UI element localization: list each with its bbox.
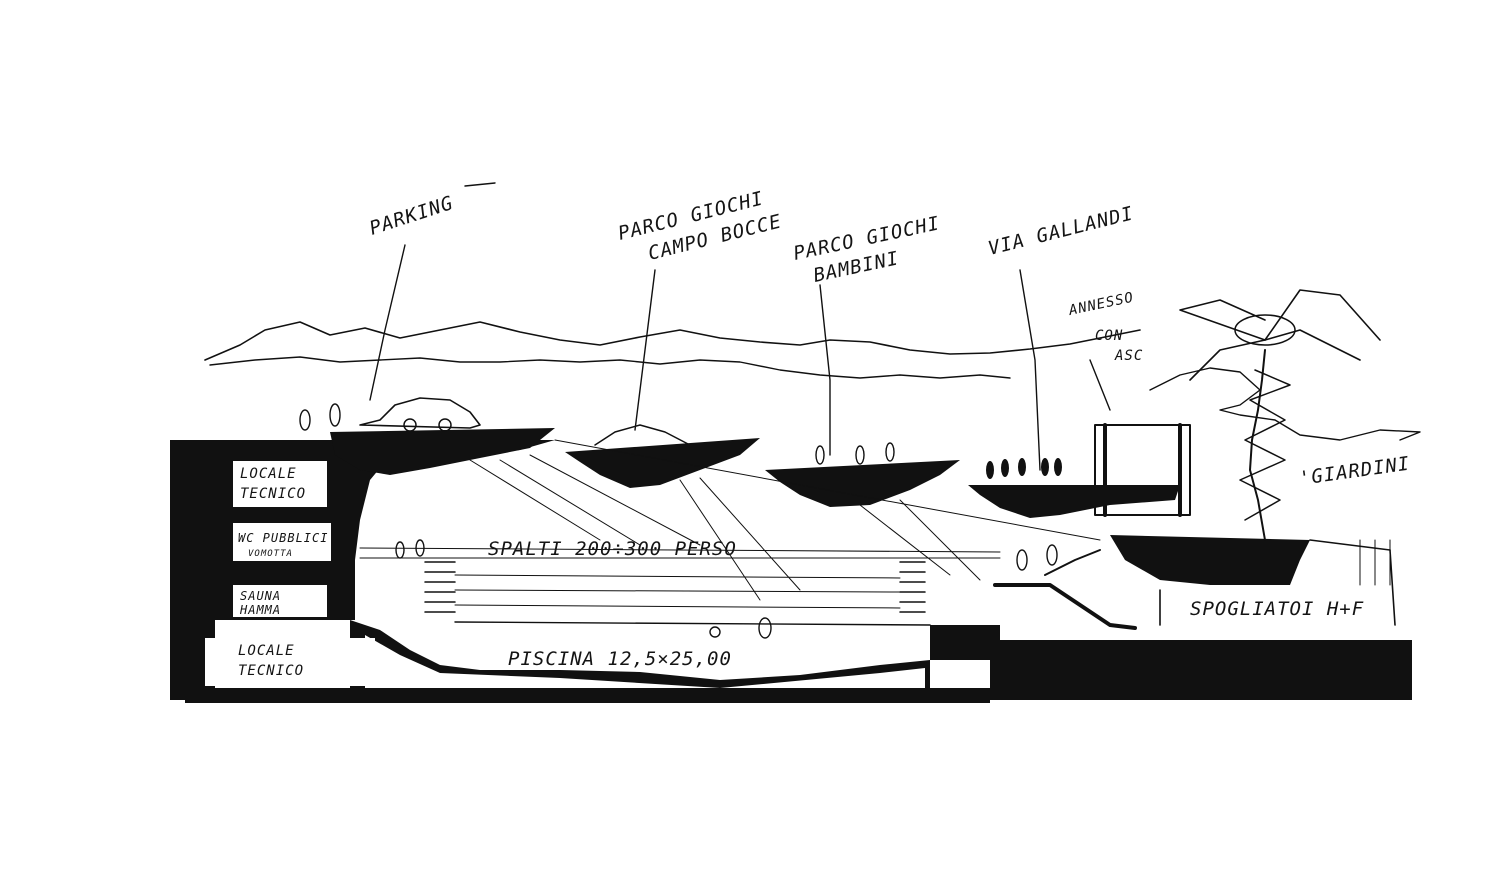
- label-locale-tecnico-top-line1: LOCALE: [240, 466, 297, 482]
- room-locale-tecnico-bottom: [205, 638, 375, 686]
- label-annesso-line3: ASC: [1114, 348, 1143, 364]
- leader-gallandi: [1019, 269, 1041, 471]
- label-parking: PARKING: [367, 192, 457, 240]
- light-rays: [469, 439, 1101, 601]
- bambini-bowl: [765, 460, 960, 507]
- bocce-dome: [594, 424, 691, 446]
- car-outline: [359, 397, 481, 429]
- label-giardini: 'GIARDINI: [1298, 453, 1412, 490]
- stair-right-upper: [1044, 549, 1101, 576]
- hill-outline-right: [1149, 367, 1421, 441]
- outer-wall-left: [170, 440, 215, 700]
- label-sauna-line2: HAMMA: [239, 603, 281, 617]
- stair-right: [993, 583, 1137, 630]
- ground-slab-right: [990, 640, 1412, 700]
- palm-tree: [1179, 289, 1381, 541]
- room-locale-tecnico-top: [231, 459, 329, 509]
- label-via-gallandi: VIA GALLANDI: [986, 202, 1136, 259]
- leader-parking: [369, 244, 406, 401]
- stands-hatch-left: [424, 561, 456, 613]
- leader-parking-underline: [464, 182, 496, 187]
- car-wheel-rear: [403, 418, 417, 432]
- room-wc-pubblici: [231, 521, 333, 563]
- garden-posts: [1159, 539, 1396, 626]
- annesso-frame: [1094, 424, 1191, 516]
- people: [299, 403, 1062, 639]
- label-wc-line1: WC PUBBLICI: [238, 531, 328, 545]
- label-annesso-line2: CON: [1095, 328, 1123, 344]
- label-annesso-line1: ANNESSO: [1067, 290, 1136, 320]
- mountain-outline-front: [209, 356, 1011, 379]
- label-locale-tecnico-bottom-line2: TECNICO: [238, 663, 304, 679]
- label-spalti: SPALTI 200÷300 PERSO: [488, 538, 737, 560]
- car-wheel-front: [438, 418, 452, 432]
- garden-terrace: [1110, 535, 1310, 585]
- label-piscina: PISCINA 12,5×25,00: [508, 648, 732, 670]
- pool-tub: [350, 620, 930, 690]
- parking-terrace: [330, 428, 555, 475]
- label-locale-tecnico-bottom-line1: LOCALE: [238, 643, 295, 659]
- room-sauna: [231, 583, 329, 619]
- bocce-bowl: [565, 438, 760, 488]
- mountain-outline-back: [204, 321, 1141, 361]
- label-locale-tecnico-top-line2: TECNICO: [240, 486, 306, 502]
- via-gallandi-terrace: [968, 485, 1180, 518]
- label-spogliatoi: SPOGLIATOI H+F: [1190, 598, 1364, 620]
- leader-annesso: [1089, 359, 1111, 411]
- leader-bambini: [819, 284, 831, 456]
- bottom-slab: [185, 688, 990, 703]
- pool-void: [365, 635, 925, 688]
- pool-step-slab: [930, 625, 1000, 660]
- label-sauna-line1: SAUNA: [240, 589, 281, 603]
- label-wc-line2: VOMOTTA: [248, 549, 293, 559]
- pool-water-lines: [359, 547, 1001, 626]
- leader-bocce: [634, 269, 656, 431]
- stands-hatch-right: [899, 561, 926, 613]
